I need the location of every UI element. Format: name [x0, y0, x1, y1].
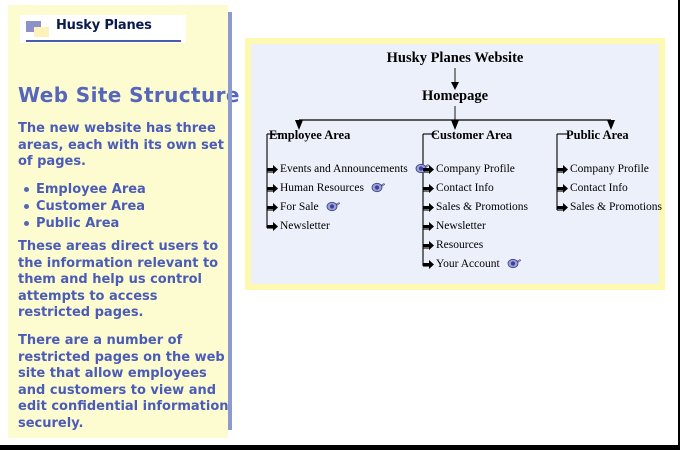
diagram-leaf-label: Contact Info — [436, 182, 494, 194]
diagram-leaf: Contact Info — [423, 179, 528, 198]
diagram-homepage-label: Homepage — [421, 88, 489, 104]
diagram-leaf: Newsletter — [423, 217, 528, 236]
diagram-leaf-label: Company Profile — [436, 163, 515, 175]
list-item: Public Area — [22, 215, 232, 232]
diagram-leaf-label: Your Account — [436, 258, 500, 270]
diagram-column-customer: Company Profile Contact Info Sales & Pro… — [423, 160, 528, 274]
diagram-leaf: Resources — [423, 236, 528, 255]
diagram-leaf: Company Profile — [557, 160, 662, 179]
husky-planes-logo-icon — [26, 21, 52, 37]
arrow-right-icon — [267, 184, 278, 193]
diagram-canvas: Husky Planes Website Homepage — [251, 44, 662, 284]
arrow-right-icon — [557, 184, 568, 193]
diagram-column-heading-customer: Customer Area — [431, 128, 513, 142]
diagram-leaf: Human Resources — [267, 179, 429, 198]
logo-box: Husky Planes — [20, 15, 186, 43]
arrow-right-icon — [423, 184, 434, 193]
arrow-right-icon — [557, 203, 568, 212]
list-item: Customer Area — [22, 198, 232, 215]
diagram-leaf: Sales & Promotions — [423, 198, 528, 217]
arrow-right-icon — [423, 203, 434, 212]
diagram-leaf: Contact Info — [557, 179, 662, 198]
logo-text: Husky Planes — [56, 18, 152, 33]
diagram-leaf-label: Sales & Promotions — [570, 201, 663, 213]
sidebar-panel: Husky Planes Web Site Structure The new … — [8, 5, 239, 438]
arrow-right-icon — [267, 222, 278, 231]
diagram-leaf: Company Profile — [423, 160, 528, 179]
sidebar-content: Husky Planes Web Site Structure The new … — [8, 5, 239, 438]
lock-icon — [507, 257, 521, 269]
diagram-column-public: Company Profile Contact Info Sales & Pro… — [557, 160, 662, 217]
lock-icon — [326, 200, 340, 212]
diagram-leaf: For Sale — [267, 198, 429, 217]
logo-yellow-square-icon — [34, 27, 49, 37]
diagram-root-label: Husky Planes Website — [386, 50, 524, 66]
logo-blue-square-icon — [26, 21, 41, 32]
diagram-column-heading-employee: Employee Area — [269, 128, 351, 142]
arrow-right-icon — [423, 260, 434, 269]
sidebar-divider — [228, 12, 232, 430]
diagram-leaf: Newsletter — [267, 217, 429, 236]
diagram-leaf-label: Resources — [436, 239, 484, 251]
arrow-right-icon — [557, 165, 568, 174]
arrow-right-icon — [267, 165, 278, 174]
diagram-leaf: Your Account — [423, 255, 528, 274]
arrow-right-icon — [423, 222, 434, 231]
sidebar-paragraph-1: The new website has three areas, each wi… — [18, 121, 224, 169]
arrow-right-icon — [423, 165, 434, 174]
diagram-column-heading-public: Public Area — [566, 128, 629, 142]
diagram-leaf-label: Newsletter — [280, 220, 330, 232]
sidebar-bullet-list: Employee Area Customer Area Public Area — [22, 181, 232, 232]
diagram-leaf-label: Events and Announcements — [280, 163, 408, 175]
diagram-leaf-label: Sales & Promotions — [436, 201, 529, 213]
diagram-leaf-label: Newsletter — [436, 220, 486, 232]
logo-underline — [26, 40, 181, 42]
diagram-column-employee: Events and Announcements Human Resources — [267, 160, 429, 236]
sidebar-paragraph-2: These areas direct users to the informat… — [18, 239, 219, 320]
diagram-leaf: Events and Announcements — [267, 160, 429, 179]
sidebar-paragraph-3: There are a number of restricted pages o… — [18, 333, 229, 431]
diagram-leaf-label: Contact Info — [570, 182, 628, 194]
arrow-right-icon — [423, 241, 434, 250]
diagram-leaf-label: For Sale — [280, 201, 319, 213]
lock-icon — [371, 181, 385, 193]
arrow-right-icon — [267, 203, 278, 212]
diagram-leaf-label: Human Resources — [280, 182, 364, 194]
site-structure-diagram-panel: Husky Planes Website Homepage — [245, 38, 665, 290]
diagram-leaf-label: Company Profile — [570, 163, 649, 175]
list-item: Employee Area — [22, 181, 232, 198]
page-title: Web Site Structure — [18, 83, 240, 107]
diagram-leaf: Sales & Promotions — [557, 198, 662, 217]
